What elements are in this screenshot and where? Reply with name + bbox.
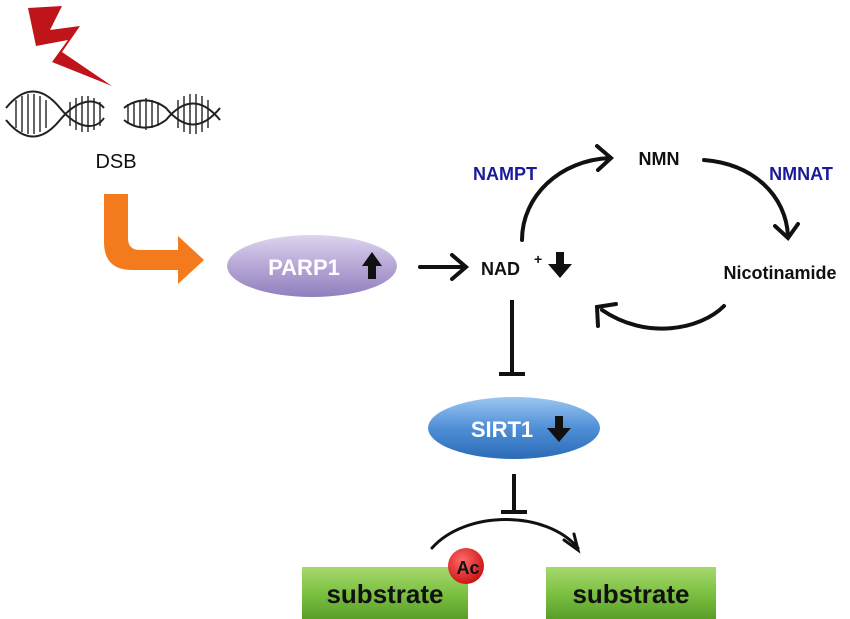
parp1-to-nad-arrow-icon: [418, 253, 470, 281]
substrate-right-label: substrate: [572, 579, 689, 609]
parp1-label: PARP1: [268, 255, 340, 280]
dna-right-fragment-icon: [123, 94, 221, 134]
sirt1-down-arrow-icon: [547, 416, 571, 442]
sirt1-label: SIRT1: [471, 417, 533, 442]
nad-to-nmn-arrow-icon: [520, 144, 615, 242]
deacetylated-substrate-box: substrate: [546, 567, 716, 619]
substrate-right-rect: [546, 567, 716, 619]
parp1-up-arrow-icon: [362, 252, 382, 279]
acetylated-substrate-box: substrate: [302, 567, 468, 619]
sirt1-node: SIRT1: [428, 397, 600, 459]
parp1-ellipse: [227, 235, 397, 297]
sirt1-ellipse: [428, 397, 600, 459]
nad-down-arrow-icon: [548, 252, 572, 278]
substrate-left-rect: [302, 567, 468, 619]
nad-label: NAD: [481, 259, 520, 279]
ac-label: Ac: [456, 558, 479, 578]
deacetylation-arrow-icon: [430, 518, 581, 554]
dna-left-fragment-icon: [5, 90, 105, 138]
parp1-node: PARP1: [227, 235, 397, 297]
acetyl-group-badge: Ac: [448, 548, 484, 584]
dsb-label: DSB: [95, 151, 136, 173]
ac-circle: [448, 548, 484, 584]
nad-superscript: +: [534, 251, 542, 267]
nicotinamide-label: Nicotinamide: [723, 263, 836, 283]
dsb-to-parp1-arrow-icon: [104, 194, 204, 284]
nampt-label: NAMPT: [473, 164, 537, 184]
nicotinamide-to-nad-arrow-icon: [594, 302, 726, 331]
substrate-left-label: substrate: [326, 579, 443, 609]
nmnat-label: NMNAT: [769, 164, 833, 184]
sirt1-inhibits-reaction-icon: [501, 474, 527, 514]
lightning-icon: [28, 6, 112, 86]
nmn-to-nicotinamide-arrow-icon: [702, 158, 800, 242]
nad-inhibits-sirt1-icon: [499, 300, 525, 376]
nmn-label: NMN: [639, 149, 680, 169]
dna-double-strand-icon: [5, 90, 221, 138]
